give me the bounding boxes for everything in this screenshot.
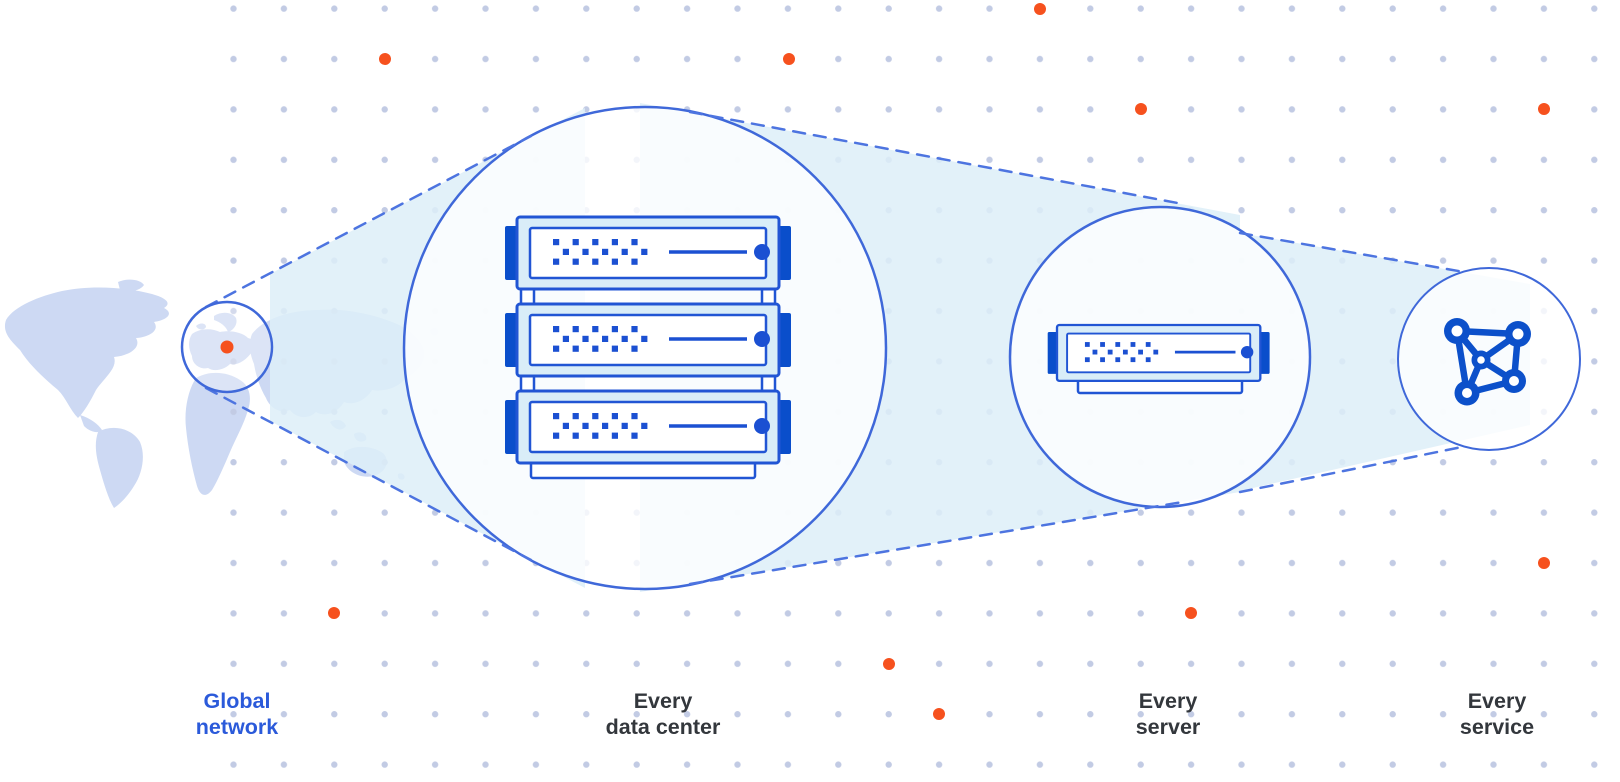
label-line: server [1135, 715, 1201, 739]
globe-highlight-circle-icon [180, 300, 274, 394]
label-every-service: Every service [1460, 688, 1534, 740]
label-every-server: Every server [1136, 688, 1201, 740]
dashed-connectors [204, 110, 1466, 586]
label-line: data center [605, 715, 721, 739]
label-line: Every [633, 689, 693, 713]
mesh-network-icon [1444, 318, 1531, 406]
label-line: Every [1467, 689, 1527, 713]
label-line: network [195, 715, 279, 739]
label-every-data-center: Every data center [606, 688, 721, 740]
server-unit-icon [1046, 323, 1271, 395]
orange-dot-markers [328, 3, 1550, 720]
label-line: Every [1138, 689, 1198, 713]
globe-location-dot [220, 340, 234, 354]
label-line: Global [203, 689, 271, 713]
label-line: service [1459, 715, 1535, 739]
label-global-network: Global network [196, 688, 278, 740]
server-rack-icon [503, 215, 793, 480]
